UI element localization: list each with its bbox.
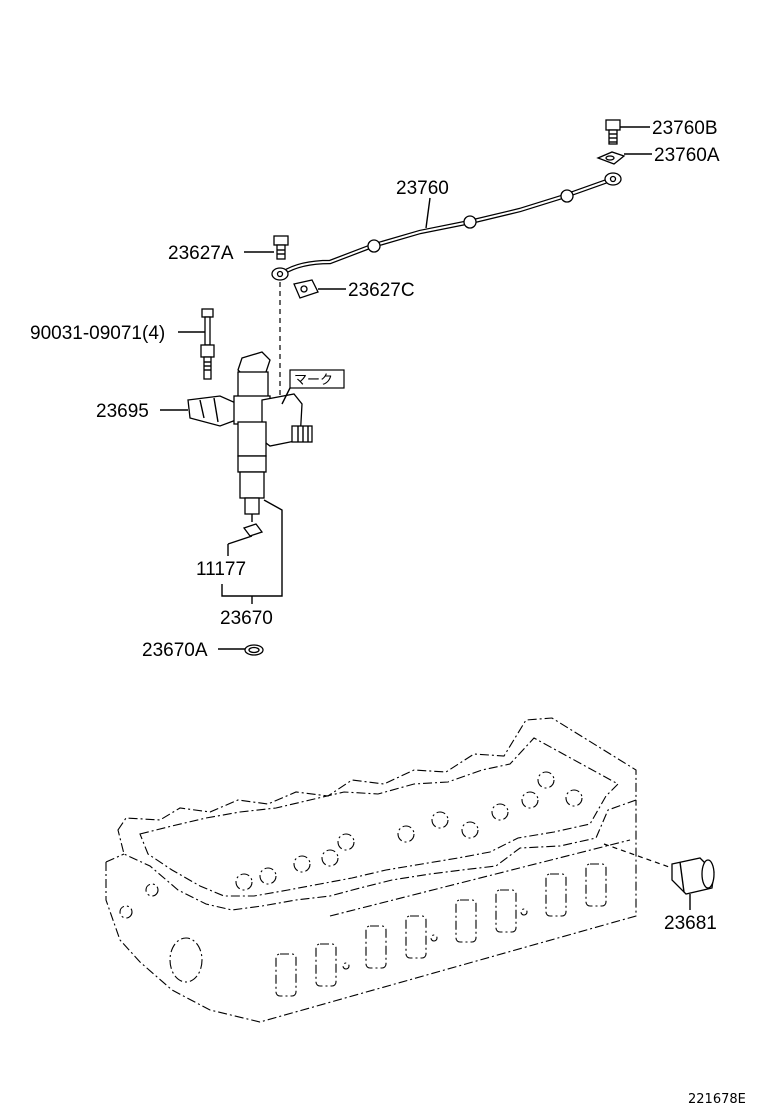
bolt-23760b-icon — [605, 119, 621, 145]
assembly-line — [603, 843, 673, 869]
label-23670a: 23670A — [142, 640, 208, 661]
mark-box — [289, 369, 345, 389]
label-23681: 23681 — [664, 913, 717, 934]
label-90031-09071: 90031-09071(4) — [30, 323, 165, 344]
cylinder-head-icon — [105, 717, 637, 1023]
label-23695: 23695 — [96, 401, 149, 422]
label-23760: 23760 — [396, 178, 449, 199]
leader-line — [425, 197, 431, 229]
gasket-23627c-icon — [293, 279, 319, 299]
label-23627c: 23627C — [348, 280, 415, 301]
bolt-23627a-icon — [273, 235, 289, 260]
injector-23670-icon — [233, 351, 313, 522]
seal-11177-icon — [242, 523, 264, 537]
label-23627a: 23627A — [168, 243, 234, 264]
leader-line — [227, 535, 253, 545]
label-23760b: 23760B — [652, 118, 718, 139]
label-mark: マーク — [294, 373, 333, 388]
fuel-leak-pipe-23760-icon — [271, 172, 622, 281]
seal-ring-23670a-icon — [244, 644, 264, 656]
leader-bracket — [221, 499, 283, 597]
bolt-90031-icon — [200, 308, 215, 380]
nozzle-holder-sleeve-23681-icon — [671, 857, 715, 895]
label-23760a: 23760A — [654, 145, 720, 166]
leader-line — [281, 387, 291, 405]
label-11177: 11177 — [196, 559, 246, 580]
clamp-23695-icon — [187, 395, 239, 427]
washer-23760a-icon — [596, 151, 626, 165]
label-23670: 23670 — [220, 608, 273, 629]
diagram-code: 221678E — [688, 1092, 746, 1107]
